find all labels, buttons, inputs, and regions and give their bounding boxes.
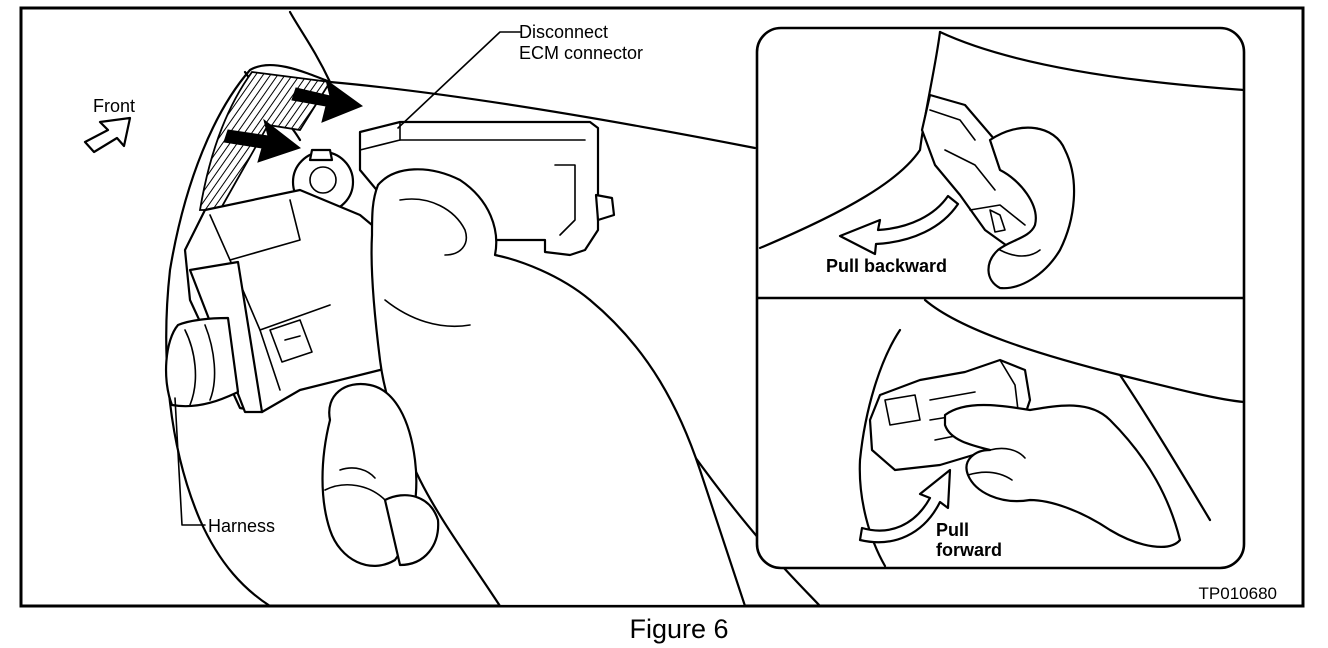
black-arrow-icon [223,118,302,163]
front-label: Front [93,96,135,116]
black-arrow-icon [291,78,364,123]
harness-callout: Harness [174,397,275,536]
figure-caption: Figure 6 [629,614,728,644]
trim-strip [198,71,332,211]
kick-panel-curve [165,63,332,608]
figure-code: TP010680 [1199,584,1277,603]
disconnect-label-line2: ECM connector [519,43,643,63]
pull-forward-label-line2: forward [936,540,1002,560]
disconnect-label: Disconnect ECM connector [519,22,643,63]
inset-bottom-pull-forward: Pull forward [858,298,1246,568]
curved-hollow-arrow-icon [858,468,952,544]
wire-harness-bundle [164,316,240,408]
disconnect-callout: Disconnect ECM connector [397,22,643,129]
front-direction-indicator: Front [83,96,135,154]
inset-panels: Pull backward Pull forward [755,26,1246,570]
pull-backward-label: Pull backward [826,256,947,276]
action-arrows [223,78,364,163]
dash-panel [288,10,757,150]
disconnect-leader-line [397,31,521,129]
pull-forward-label-line1: Pull [936,520,969,540]
inset-hand-front [943,403,1182,548]
disconnect-label-line1: Disconnect [519,22,608,42]
pull-forward-label: Pull forward [936,520,1002,560]
inset-hand-back [987,126,1076,290]
curved-hollow-arrow-icon [838,194,960,256]
harness-label: Harness [208,516,275,536]
hollow-arrow-up-right-icon [83,116,132,154]
harness-leader-line [174,397,206,526]
main-illustration [164,10,822,608]
inset-top-pull-backward: Pull backward [758,30,1246,290]
hand-thumb [370,168,747,608]
